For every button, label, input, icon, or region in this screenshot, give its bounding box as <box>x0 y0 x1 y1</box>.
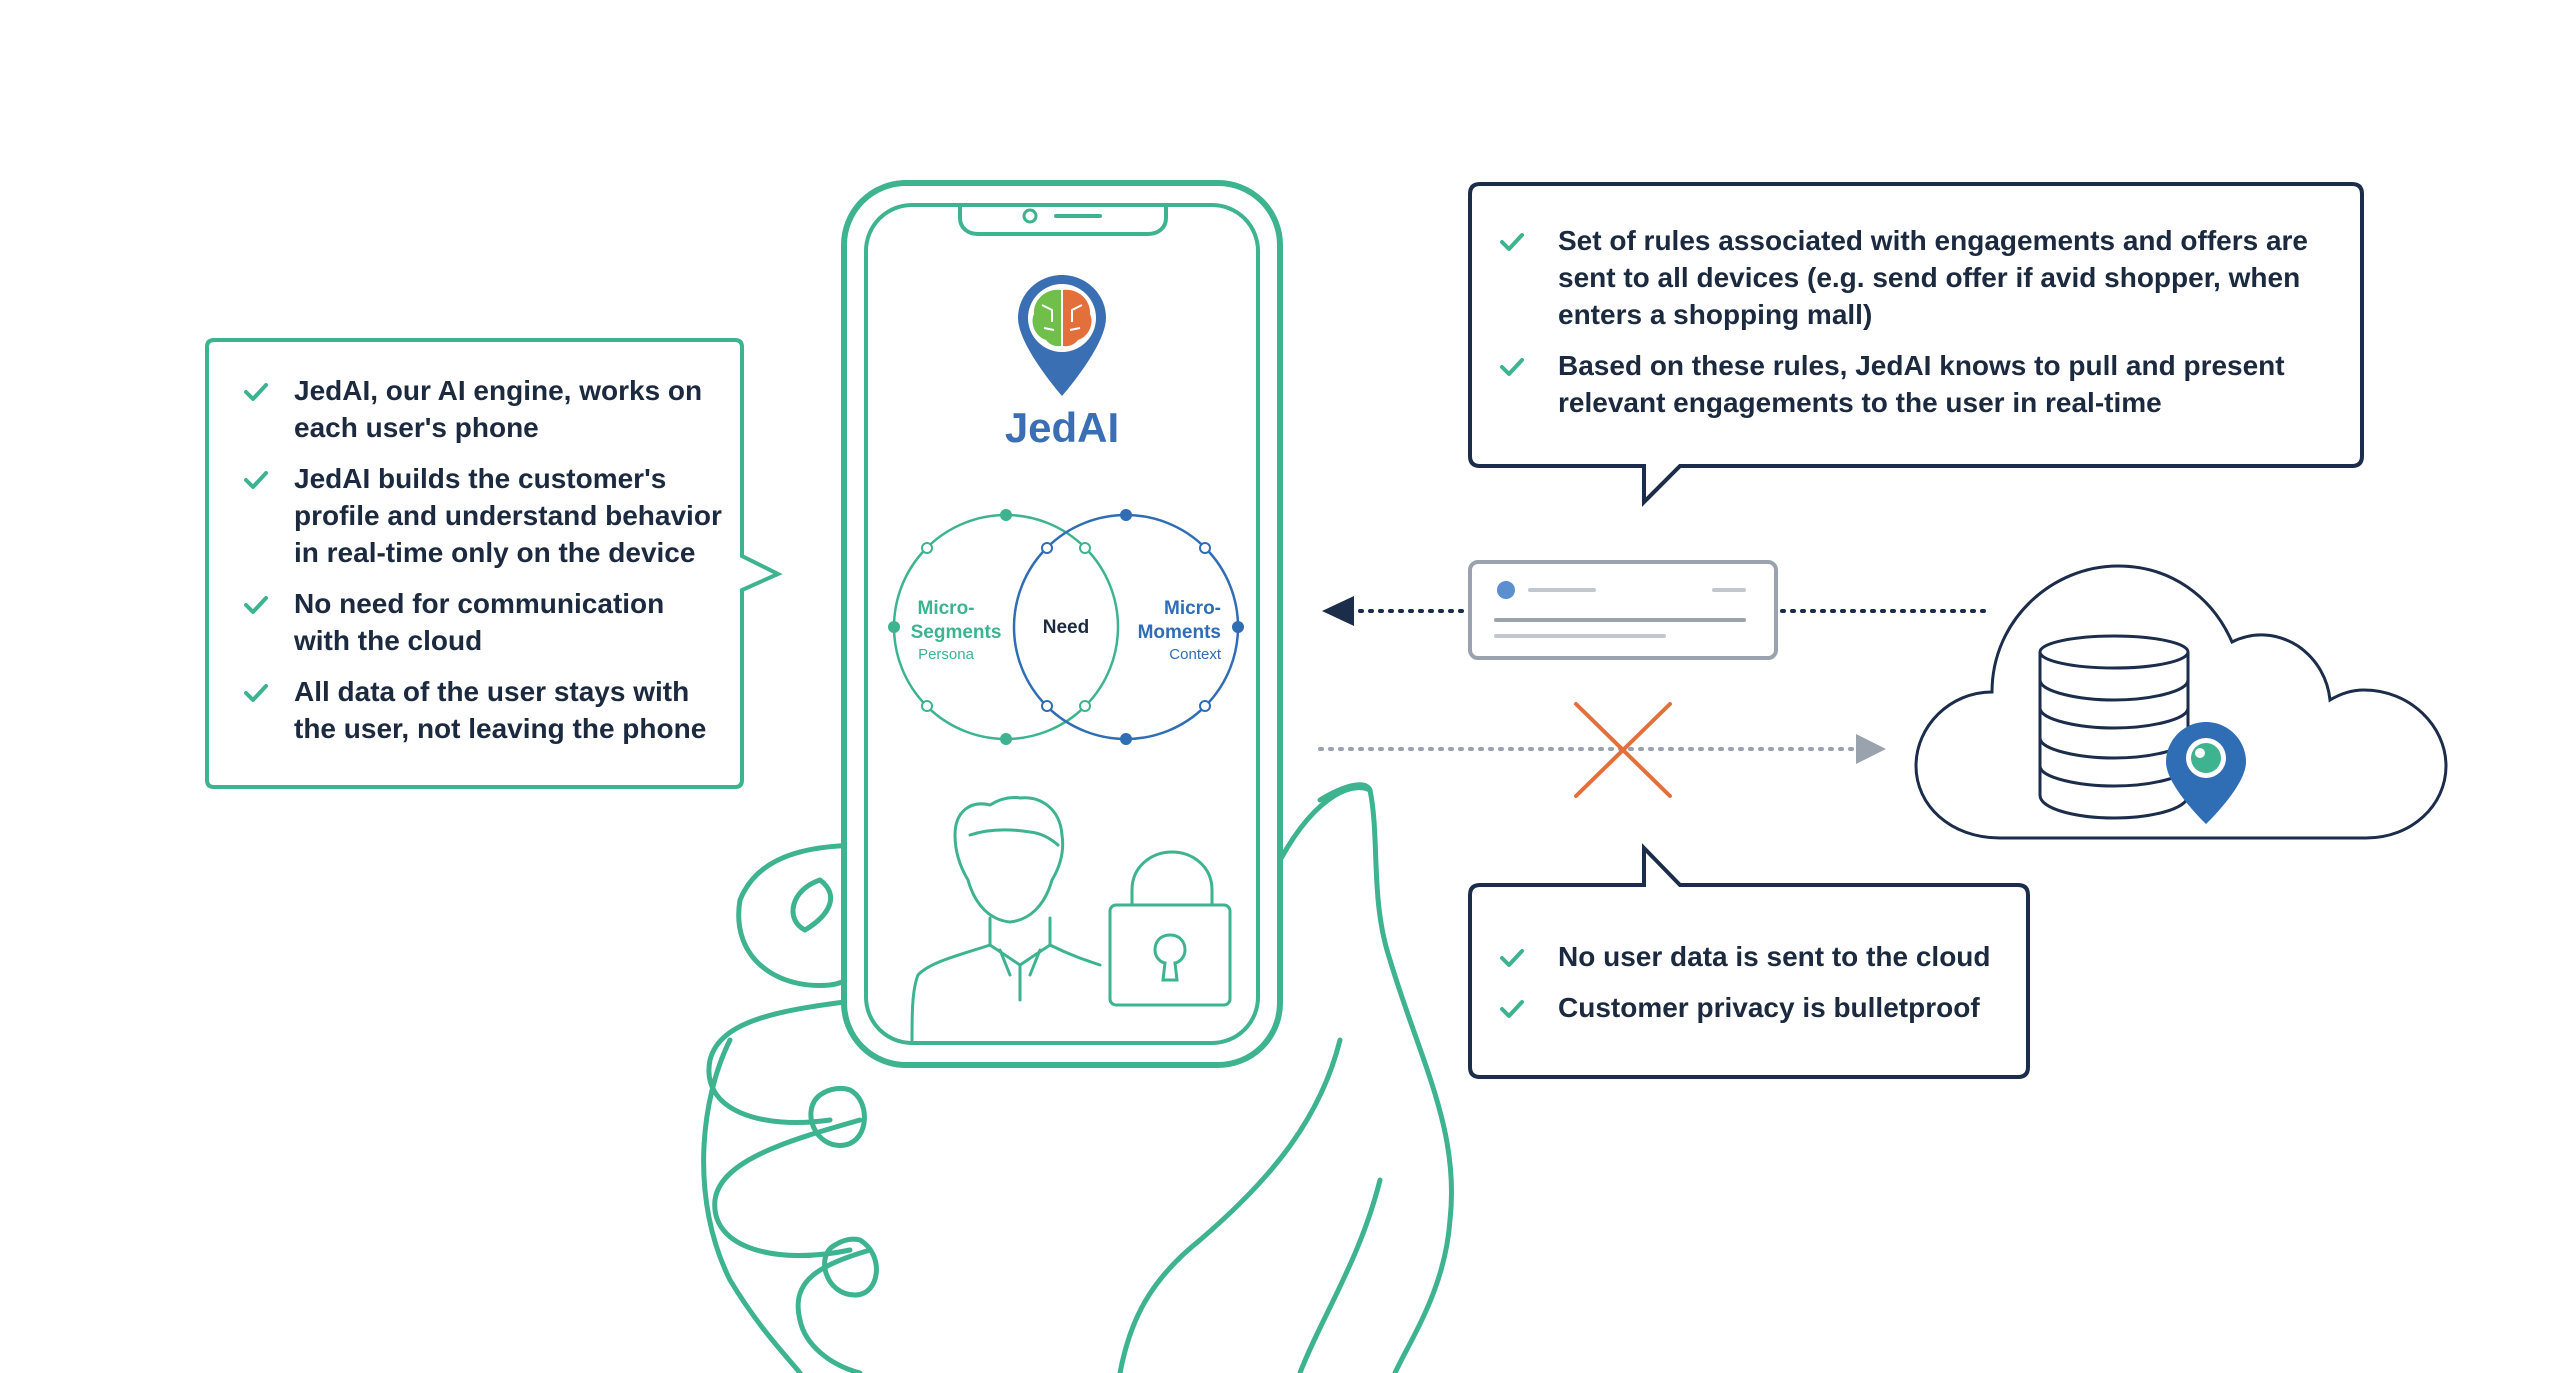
bullet-text-line: No user data is sent to the cloud <box>1558 941 1991 972</box>
left-callout: JedAI, our AI engine, works on each user'… <box>205 338 783 789</box>
check-icon <box>1500 1000 1524 1018</box>
person-icon <box>910 796 1102 1042</box>
bullet-text-line: relevant engagements to the user in real… <box>1558 387 2162 418</box>
bullet-text-line: each user's phone <box>294 412 539 443</box>
bullet-text-line: sent to all devices (e.g. send offer if … <box>1558 262 2300 293</box>
bullet-text-line: Set of rules associated with engagements… <box>1558 225 2308 256</box>
phone: JedAI Micro- Segments Persona Nee <box>841 180 1283 1068</box>
rules-callout: Set of rules associated with engagements… <box>1468 182 2364 507</box>
camera-icon <box>1022 208 1038 224</box>
venn-right-title-2: Moments <box>1138 622 1221 643</box>
bullet-text-line: profile and understand behavior <box>294 500 722 531</box>
engagement-flow <box>1318 560 2448 840</box>
check-icon <box>1500 233 1524 251</box>
check-icon <box>244 684 268 702</box>
padlock-icon <box>1108 850 1232 1007</box>
check-icon <box>244 471 268 489</box>
bullet-text-line: Based on these rules, JedAI knows to pul… <box>1558 350 2285 381</box>
venn-center-label: Need <box>1043 617 1089 638</box>
bullet-text-line: with the cloud <box>293 625 482 656</box>
bullet-text-line: the user, not leaving the phone <box>294 713 706 744</box>
venn-diagram: Micro- Segments Persona Need Micro- Mome… <box>888 509 1244 745</box>
x-cross-icon <box>1574 702 1672 798</box>
bullet-text-line: All data of the user stays with <box>294 676 689 707</box>
check-icon <box>244 596 268 614</box>
bullet-text-line: in real-time only on the device <box>294 537 695 568</box>
brain-map-pin-icon <box>1018 275 1106 396</box>
check-icon <box>244 383 268 401</box>
venn-right-title-1: Micro- <box>1164 598 1221 619</box>
check-icon <box>1500 949 1524 967</box>
bullet-text-line: enters a shopping mall) <box>1558 299 1872 330</box>
check-icon <box>1500 358 1524 376</box>
engagement-card-icon <box>1468 560 1778 660</box>
upload-arrow-head <box>1856 734 1886 764</box>
bullet-text-line: Customer privacy is bulletproof <box>1558 992 1980 1023</box>
venn-left-title-2: Segments <box>911 622 1002 643</box>
cloud-database-icon <box>1914 564 2448 840</box>
venn-left-subtitle: Persona <box>918 646 975 663</box>
privacy-callout: No user data is sent to the cloudCustome… <box>1468 843 2030 1079</box>
hand-outline <box>701 782 1455 1373</box>
brand-name: JedAI <box>1005 404 1119 451</box>
location-pin-icon <box>2166 722 2246 824</box>
venn-right-subtitle: Context <box>1169 646 1222 663</box>
bullet-text-line: JedAI builds the customer's <box>294 463 666 494</box>
push-arrow-head <box>1322 596 1354 626</box>
venn-left-title-1: Micro- <box>918 598 975 619</box>
bullet-text-line: No need for communication <box>294 588 664 619</box>
bullet-text-line: JedAI, our AI engine, works on <box>294 375 702 406</box>
